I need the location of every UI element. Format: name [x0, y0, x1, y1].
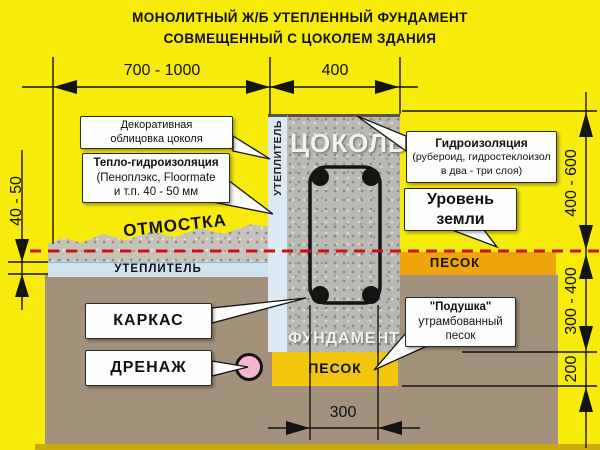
sand-band-right: [400, 252, 556, 275]
thermal-waterproofing-line1: Тепло-гидроизоляция: [93, 157, 219, 170]
dimension-right-middle: 300 - 400: [563, 267, 580, 335]
cushion-line3: песок: [445, 330, 476, 343]
ground-level-line1: Уровень: [427, 190, 494, 208]
cushion-line1: "Подушка": [429, 301, 492, 314]
sand-bottom-text: ПЕСОК: [308, 360, 362, 376]
thermal-waterproofing-line3: и т.п. 40 - 50 мм: [113, 186, 199, 199]
foundation-text: ФУНДАМЕНТ: [288, 330, 400, 347]
waterproofing-line3: в два - три слоя): [440, 164, 523, 177]
waterproofing-line2: (рубероид, гидростеклоизол: [412, 151, 551, 164]
dimension-left: 40 - 50: [8, 176, 25, 226]
cushion-line2: утрамбованный: [418, 315, 503, 328]
thermal-waterproofing-line2: (Пеноплэкс, Floormate: [96, 171, 216, 184]
insulation-vertical-text: УТЕПЛИТЕЛЬ: [272, 120, 284, 196]
waterproofing-line1: Гидроизоляция: [435, 136, 528, 151]
dimension-right-lower: 200: [563, 355, 580, 383]
drain-pipe-circle: [235, 353, 263, 381]
dimension-bottom: 300: [329, 404, 357, 421]
sand-right-text: ПЕСОК: [429, 255, 481, 270]
drainage-text: ДРЕНАЖ: [110, 359, 187, 376]
insulation-strip-horizontal: [48, 262, 268, 277]
label-frame: КАРКАС: [85, 303, 212, 339]
plinth-text: ЦОКОЛЬ: [290, 128, 408, 158]
title-line-2: СОВМЕЩЕННЫЙ С ЦОКОЛЕМ ЗДАНИЯ: [163, 30, 437, 46]
title-line-1: МОНОЛИТНЫЙ Ж/Б УТЕПЛЕННЫЙ ФУНДАМЕНТ: [132, 10, 468, 25]
decorative-facing-line2: облицовка цоколя: [110, 132, 203, 145]
bottom-ground-strip: [35, 444, 600, 450]
label-decorative-facing: Декоративная облицовка цоколя: [80, 116, 233, 149]
decorative-facing-line1: Декоративная: [120, 118, 193, 131]
label-cushion: "Подушка" утрамбованный песок: [405, 297, 516, 347]
dimension-right-upper: 400 - 600: [563, 149, 580, 217]
dimension-top-left: 700 - 1000: [123, 62, 201, 79]
ground-level-line2: земли: [436, 210, 485, 228]
dimension-top-center: 400: [321, 62, 349, 79]
label-drainage: ДРЕНАЖ: [85, 350, 212, 386]
diagram-title: МОНОЛИТНЫЙ Ж/Б УТЕПЛЕННЫЙ ФУНДАМЕНТ СОВМ…: [0, 8, 600, 50]
label-waterproofing: Гидроизоляция (рубероид, гидростеклоизол…: [406, 131, 557, 183]
label-ground-level: Уровень земли: [404, 188, 517, 231]
frame-text: КАРКАС: [113, 312, 184, 329]
insulation-strip-vertical: [268, 114, 288, 352]
label-thermal-waterproofing: Тепло-гидроизоляция (Пеноплэкс, Floormat…: [82, 153, 230, 203]
insulation-horizontal-text: УТЕПЛИТЕЛЬ: [114, 263, 202, 275]
